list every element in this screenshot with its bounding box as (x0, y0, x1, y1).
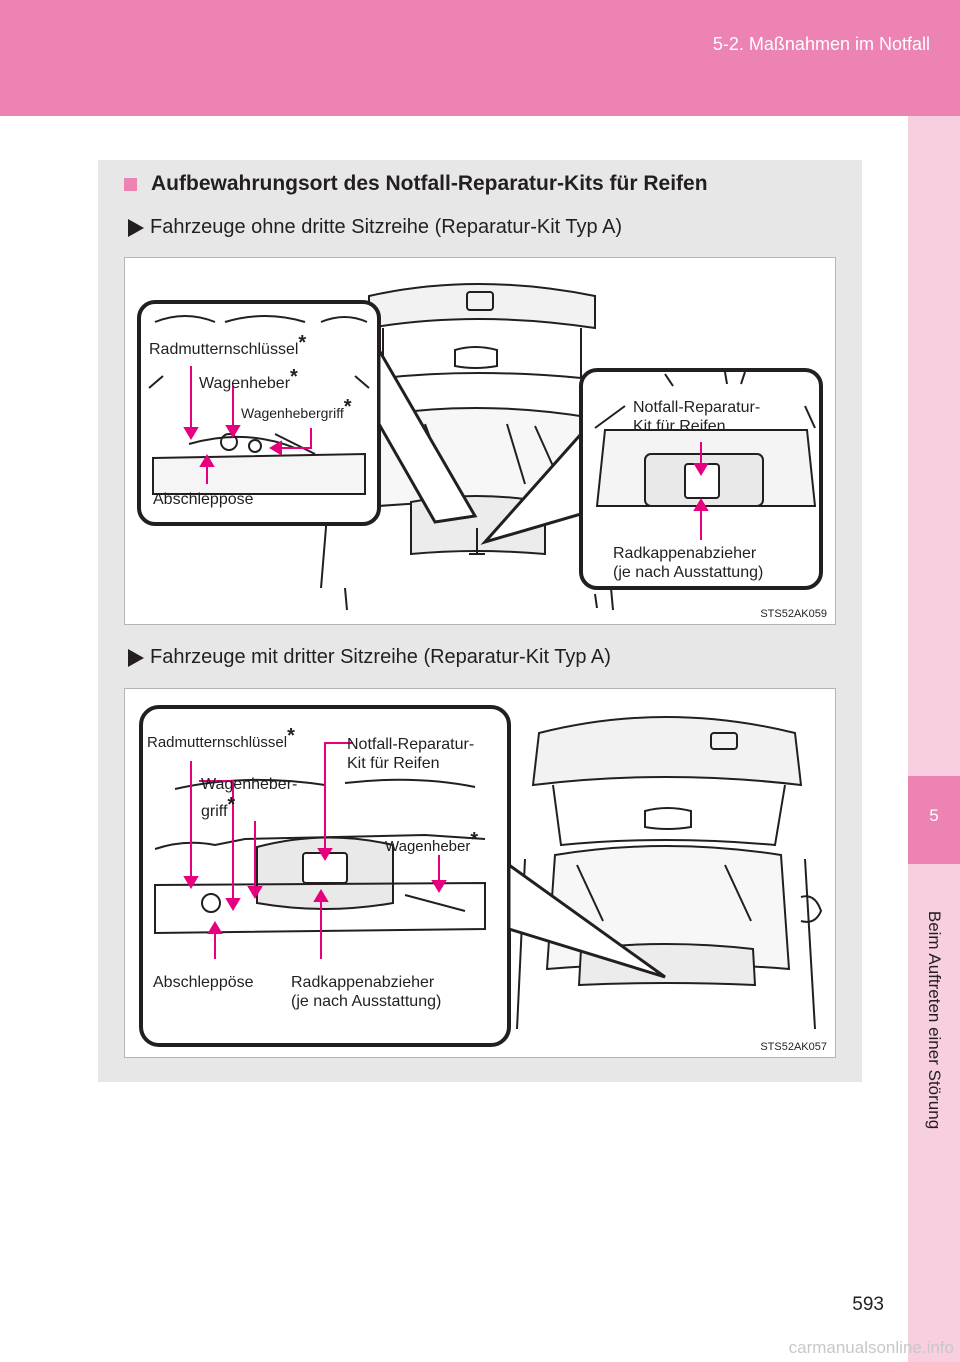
triangle-bullet-icon (128, 218, 144, 237)
chapter-label: Beim Auftreten einer Störung (925, 910, 944, 1130)
label-b-cap-remover: Radkappenabzieher (je nach Ausstattung) (291, 974, 442, 1010)
figure-b-code: STS52AK057 (760, 1041, 827, 1053)
label-a-tow-eye: Abschleppöse (153, 491, 254, 508)
case-a-title-text: Fahrzeuge ohne dritte Sitzreihe (Reparat… (150, 216, 623, 238)
case-a-title: Fahrzeuge ohne dritte Sitzreihe (Reparat… (128, 216, 622, 239)
label-a-wrench: Radmutternschlüssel* (149, 332, 307, 358)
label-a-kit: Notfall-Reparatur- Kit für Reifen (633, 399, 761, 435)
label-b-tow-eye: Abschleppöse (153, 974, 254, 991)
page-number: 593 (852, 1294, 884, 1315)
triangle-bullet-icon (128, 648, 144, 667)
watermark: carmanualsonline.info (788, 1338, 954, 1357)
label-a-cap-remover: Radkappenabzieher (je nach Ausstattung) (613, 545, 764, 581)
label-b-jack-handle: Wagenheber- griff* (201, 776, 298, 820)
square-bullet-icon (124, 177, 137, 191)
label-a-jack: Wagenheber* (199, 366, 298, 392)
chapter-tab[interactable] (908, 776, 960, 864)
chapter-number: 5 (929, 806, 939, 825)
figure-a-code: STS52AK059 (760, 608, 827, 620)
figure-b-drawing (139, 705, 823, 1047)
label-a-jack-handle: Wagenhebergriff* (241, 396, 352, 421)
section-title: 5-2. Maßnahmen im Notfall (712, 34, 930, 54)
figure-a-drawing (137, 283, 823, 611)
side-strip (908, 116, 960, 1362)
header-band (0, 0, 960, 116)
case-b-title-text: Fahrzeuge mit dritter Sitzreihe (Reparat… (150, 646, 611, 668)
figure-b: Radmutternschlüssel* Notfall-Reparatur- … (124, 688, 836, 1058)
section-heading: Aufbewahrungsort des Notfall-Reparatur-K… (124, 172, 708, 196)
label-b-kit: Notfall-Reparatur- Kit für Reifen (347, 736, 475, 772)
label-b-jack: Wagenheber* (385, 829, 479, 855)
heading-text: Aufbewahrungsort des Notfall-Reparatur-K… (151, 172, 708, 195)
case-b-title: Fahrzeuge mit dritter Sitzreihe (Reparat… (128, 646, 611, 669)
figure-a: Radmutternschlüssel* Wagenheber* Wagenhe… (124, 257, 836, 625)
label-b-wrench: Radmutternschlüssel* (147, 725, 295, 751)
